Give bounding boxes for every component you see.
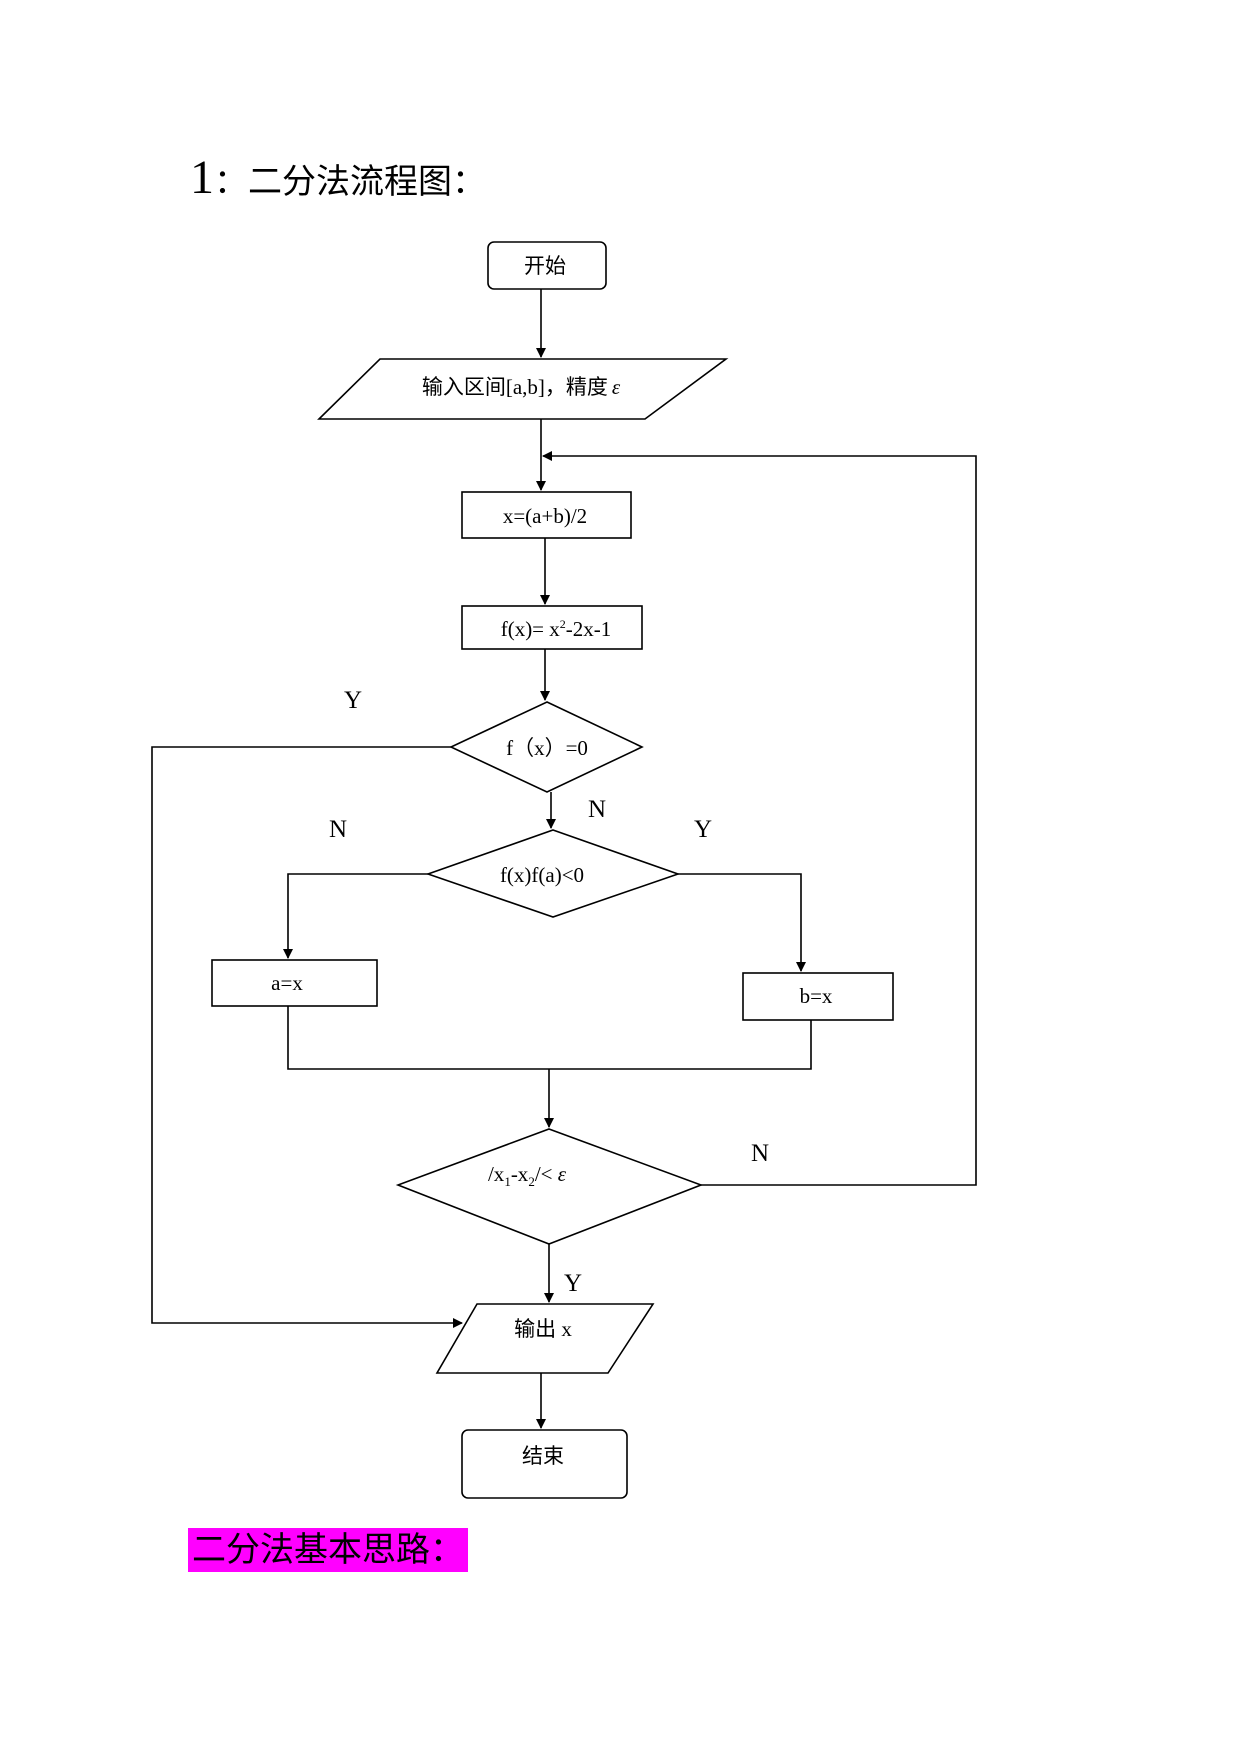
edge-label-precision-no: N bbox=[751, 1140, 769, 1167]
assign-b-node bbox=[742, 972, 894, 1021]
end-node bbox=[461, 1429, 628, 1499]
decision-zero-node bbox=[449, 701, 644, 793]
heading-text: ：二分法流程图： bbox=[214, 162, 486, 202]
compute-mid-label: x=(a+b)/2 bbox=[503, 504, 587, 528]
edge-label-precision-yes: Y bbox=[564, 1270, 582, 1297]
edge-loop-back bbox=[542, 451, 977, 1186]
edge-label-zero-no: N bbox=[588, 796, 606, 823]
edge-zero-yes-to-output bbox=[151, 746, 463, 1328]
start-label: 开始 bbox=[524, 254, 566, 278]
edge-sign-yes-to-b bbox=[678, 873, 806, 972]
input-node bbox=[317, 358, 729, 420]
output-label: 输出 x bbox=[514, 1317, 572, 1341]
edge-label-zero-yes: Y bbox=[344, 687, 362, 714]
compute-f-node bbox=[461, 605, 643, 650]
assign-a-label: a=x bbox=[271, 971, 303, 995]
compute-mid-node bbox=[461, 491, 632, 539]
decision-precision-node bbox=[395, 1128, 704, 1245]
compute-f-label: f(x)= x2-2x-1 bbox=[501, 617, 612, 641]
end-label: 结束 bbox=[522, 1444, 564, 1468]
heading-number: 1 bbox=[190, 151, 214, 204]
page-heading: 1：二分法流程图： bbox=[190, 150, 486, 205]
decision-precision-label: /x1-x2/< ε bbox=[488, 1162, 567, 1189]
assign-a-node bbox=[211, 959, 378, 1007]
assign-b-label: b=x bbox=[800, 984, 833, 1008]
start-node bbox=[487, 241, 607, 290]
output-node bbox=[435, 1303, 655, 1374]
edge-label-sign-yes: Y bbox=[694, 816, 712, 843]
edge-merge bbox=[287, 1006, 812, 1070]
decision-sign-node bbox=[425, 829, 681, 918]
section-label: 二分法基本思路： bbox=[188, 1528, 468, 1572]
edge-label-sign-no: N bbox=[329, 816, 347, 843]
decision-zero-label: f（x）=0 bbox=[506, 736, 588, 760]
edge-sign-no-to-a bbox=[283, 873, 428, 959]
decision-sign-label: f(x)f(a)<0 bbox=[500, 863, 584, 887]
